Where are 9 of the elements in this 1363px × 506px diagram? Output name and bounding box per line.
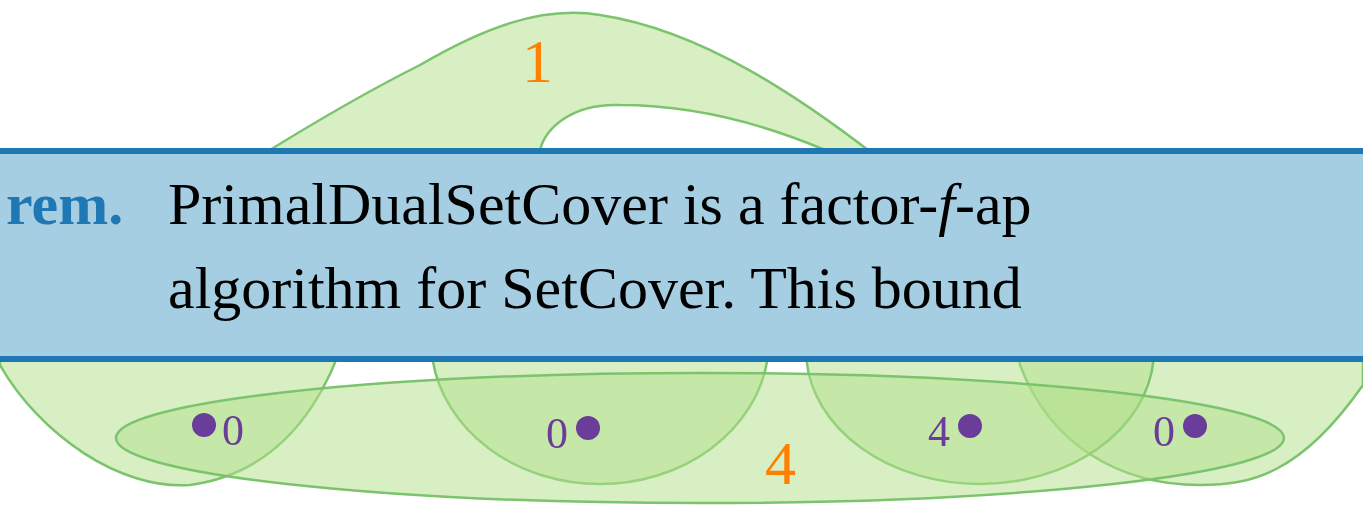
set-weight: 1: [522, 30, 553, 92]
element-value: 0: [1153, 410, 1175, 454]
theorem-text: PrimalDualSetCover is a factor-f-ap algorithm for SetCover. This bound: [168, 170, 1033, 323]
element-value: 0: [222, 409, 244, 453]
theorem-box: [0, 148, 1363, 362]
element-value: 0: [546, 412, 568, 456]
theorem-heading: rem.: [6, 170, 124, 239]
set-weight: 4: [765, 432, 796, 494]
element-value: 4: [928, 410, 950, 454]
